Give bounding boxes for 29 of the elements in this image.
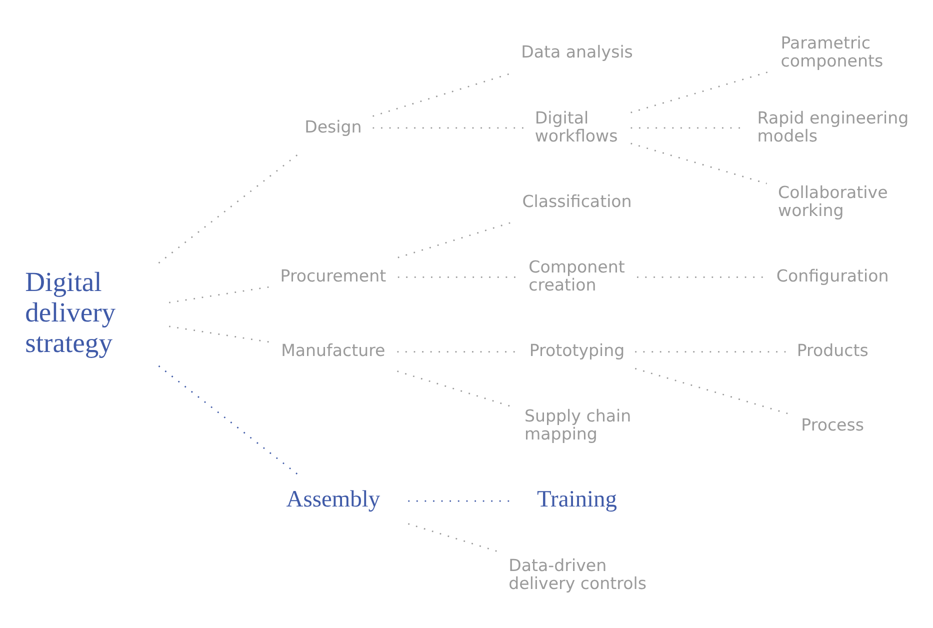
- connector: [634, 367, 790, 414]
- connector: [630, 142, 767, 184]
- connector: [630, 70, 770, 113]
- node-text: Digital delivery strategy: [25, 266, 116, 358]
- node-text: Data analysis: [521, 42, 633, 62]
- node-text: Products: [796, 340, 868, 360]
- connector: [398, 221, 512, 258]
- connector: [408, 522, 498, 552]
- connector: [158, 152, 300, 264]
- connector: [168, 325, 270, 342]
- node-text: Manufacture: [281, 340, 386, 360]
- node-text: Classification: [522, 191, 632, 210]
- node-text: Prototyping: [529, 340, 625, 360]
- node-text: Configuration: [776, 266, 889, 285]
- node-text: Parametric components: [780, 33, 884, 70]
- node-text: Process: [801, 415, 864, 434]
- connector: [168, 286, 269, 303]
- node-text: Supply chain mapping: [524, 406, 632, 444]
- node-text: Data-driven delivery controls: [508, 555, 646, 592]
- connector: [158, 364, 300, 476]
- node-text: Digital workflows: [534, 108, 618, 145]
- node-text: Collaborative working: [778, 182, 888, 220]
- node-text: Training: [537, 486, 618, 512]
- node-text: Component creation: [528, 257, 625, 294]
- node-text: Assembly: [286, 486, 380, 512]
- node-text: Procurement: [280, 266, 386, 285]
- node-text: Design: [304, 116, 362, 136]
- node-text: Rapid engineering models: [757, 108, 909, 145]
- connector: [372, 72, 511, 116]
